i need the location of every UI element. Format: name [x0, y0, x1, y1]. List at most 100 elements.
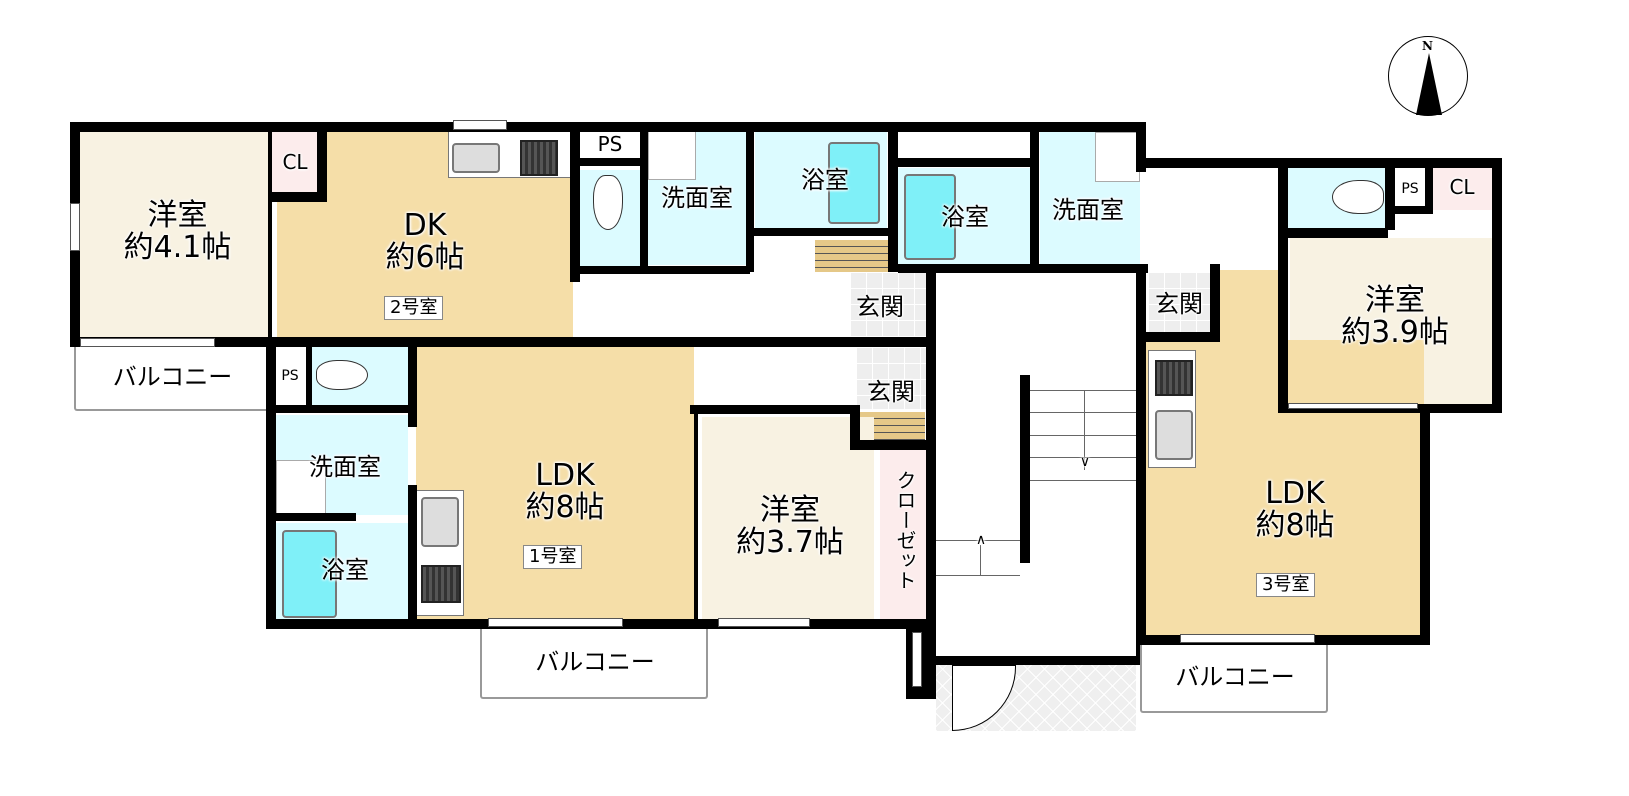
wall	[1278, 228, 1388, 238]
stair-tread	[1030, 390, 1136, 391]
unit3-closet	[1432, 168, 1492, 210]
compass-arrow-icon	[1416, 53, 1442, 115]
unit3-bathroom-label: 浴室	[941, 203, 989, 231]
wall	[1385, 206, 1433, 214]
unit3-ldk-label: LDK 約8帖	[1220, 478, 1370, 541]
wall	[266, 337, 276, 629]
wall	[268, 132, 272, 337]
wall	[1420, 404, 1430, 644]
stair-down-arrow-icon: ∨	[1079, 454, 1091, 470]
unit3-western-room-label: 洋室 約3.9帖	[1315, 285, 1475, 348]
unit2-closet-label: CL	[282, 150, 308, 174]
stair-tread	[1030, 457, 1136, 458]
wall	[1492, 158, 1502, 413]
wall	[1030, 132, 1039, 272]
unit1-ldk-label: LDK 約8帖	[490, 460, 640, 523]
room-size: 約6帖	[385, 239, 465, 275]
stair-tread	[1030, 412, 1136, 413]
wall	[276, 513, 356, 521]
wall	[888, 132, 898, 272]
unit3-washer-space	[1095, 132, 1140, 182]
unit3-entrance-floor	[1148, 272, 1210, 332]
wall	[1425, 168, 1433, 213]
wall	[408, 485, 417, 623]
window	[912, 632, 922, 687]
unit1-bathroom-label: 浴室	[321, 556, 369, 584]
unit2-western-room	[78, 130, 270, 338]
wall	[317, 132, 327, 202]
unit1-bathtub-icon	[282, 530, 337, 618]
unit1-western-room-label: 洋室 約3.7帖	[715, 495, 865, 558]
unit2-washer-space	[648, 130, 696, 180]
unit2-closet-fill	[272, 130, 318, 194]
wall	[694, 410, 698, 622]
room-name: LDK	[1265, 476, 1325, 511]
unit1-washroom-label: 洗面室	[309, 453, 381, 481]
unit3-ldk-upper	[1220, 270, 1282, 345]
room-name: LDK	[535, 458, 595, 493]
wall	[570, 266, 750, 274]
unit1-sink-icon	[421, 497, 459, 547]
wall	[640, 132, 648, 272]
wall	[1210, 264, 1220, 342]
unit2-entrance-label: 玄関	[856, 293, 904, 321]
unit2-ps-label: PS	[597, 132, 623, 156]
window	[718, 618, 810, 627]
room-name: 洋室	[760, 493, 820, 528]
room-size: 約4.1帖	[123, 229, 232, 265]
wall	[898, 264, 1148, 273]
unit3-hall	[1145, 168, 1280, 268]
stair-tread	[936, 540, 1020, 541]
window	[453, 120, 507, 130]
unit1-balcony	[480, 629, 708, 699]
unit2-western-room-label: 洋室 約4.1帖	[95, 200, 260, 263]
unit1-toilet-icon	[316, 360, 368, 390]
unit1-washer-space	[276, 460, 326, 515]
room-name: 洋室	[1365, 283, 1425, 318]
unit2-sink-icon	[452, 143, 500, 173]
window	[1288, 403, 1418, 409]
unit1-balcony-label: バルコニー	[535, 648, 655, 676]
wall	[408, 347, 417, 427]
wall	[926, 270, 936, 680]
unit1-entrance-floor	[856, 347, 926, 409]
wall	[1136, 122, 1146, 172]
unit2-stove-icon	[520, 140, 558, 176]
unit2-hall	[580, 272, 850, 338]
unit3-bathtub-icon	[904, 174, 956, 260]
wall	[690, 405, 855, 414]
wall	[850, 440, 930, 450]
unit2-balcony	[74, 347, 270, 411]
unit1-ps	[276, 347, 306, 407]
wall	[1278, 168, 1288, 413]
unit2-bathtub-icon	[828, 142, 880, 224]
wall	[898, 158, 1033, 167]
wall	[850, 405, 860, 445]
wall	[936, 656, 1146, 665]
window	[70, 203, 80, 251]
wall	[1136, 332, 1216, 342]
unit1-hall	[700, 347, 850, 407]
unit3-storage	[898, 132, 1030, 160]
unit3-washroom-label: 洗面室	[1052, 196, 1124, 224]
unit2-bathroom-label: 浴室	[801, 166, 849, 194]
wall	[1136, 158, 1501, 168]
stair-arrow-down-line	[1084, 390, 1085, 470]
room-name: DK	[403, 208, 447, 243]
unit3-toilet-icon	[1332, 180, 1384, 214]
room-name: 洋室	[147, 198, 208, 233]
unit2-badge: 2号室	[384, 296, 444, 320]
unit3-entrance-label: 玄関	[1155, 290, 1203, 318]
wall	[306, 347, 312, 409]
unit2-entrance-floor	[850, 272, 928, 340]
unit3-closet-label: CL	[1449, 175, 1475, 199]
unit1-stove-icon	[421, 565, 461, 603]
wall	[70, 122, 1145, 132]
unit1-ps-label: PS	[281, 368, 299, 384]
stair-corridor	[936, 270, 1136, 660]
stair-tread	[1030, 480, 1136, 481]
unit3-ps	[1395, 168, 1425, 210]
window	[488, 618, 623, 627]
room-size: 約3.9帖	[1341, 314, 1449, 350]
wall	[746, 132, 754, 272]
